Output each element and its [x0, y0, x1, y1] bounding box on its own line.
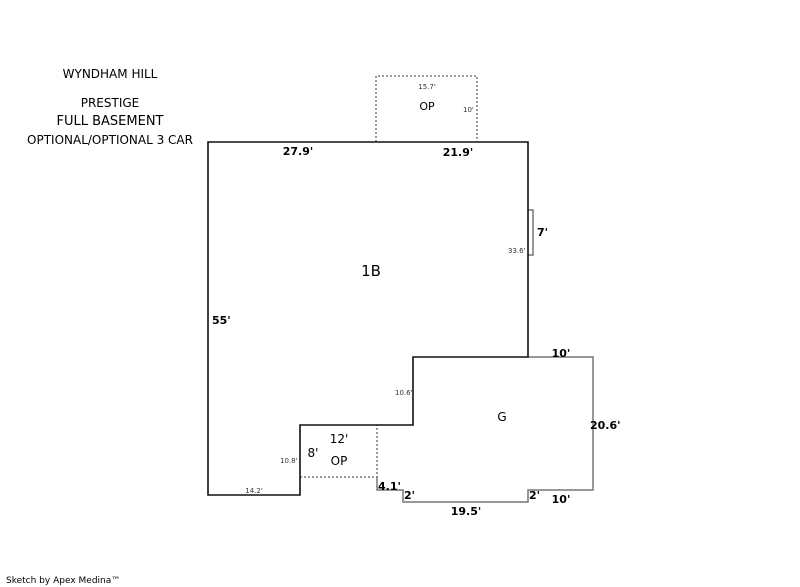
dim-step: 10.6' — [395, 389, 413, 397]
main-area-label: 1B — [361, 262, 381, 280]
dim-top-left: 27.9' — [283, 145, 314, 158]
top-porch-depth: 10' — [463, 106, 474, 114]
header-line-1: WYNDHAM HILL — [63, 67, 158, 81]
main-outline — [207, 141, 529, 496]
garage-jog-left: 2' — [404, 489, 415, 502]
dim-left: 55' — [212, 314, 231, 327]
garage-dim-bottom: 19.5' — [451, 505, 482, 518]
dim-op-side: 10.8' — [280, 457, 298, 465]
dim-bump: 7' — [537, 226, 548, 239]
top-porch-width: 15.7' — [418, 83, 436, 91]
front-porch-outline — [300, 425, 378, 478]
dim-top-right: 21.9' — [443, 146, 474, 159]
dim-bottom: 14.2' — [245, 487, 263, 495]
dim-bump-small: 33.6' — [508, 247, 526, 255]
front-porch-depth: 8' — [308, 446, 319, 460]
garage-dim-bottom-right: 10' — [552, 493, 571, 506]
garage-outline — [376, 356, 594, 503]
header-line-4: OPTIONAL/OPTIONAL 3 CAR — [27, 133, 193, 147]
garage-dim-right: 20.6' — [590, 419, 621, 432]
garage-jog-right: 2' — [529, 489, 540, 502]
top-porch-outline — [375, 75, 478, 142]
front-porch-width: 12' — [330, 432, 349, 446]
garage-label: G — [497, 410, 506, 424]
footer-credit: Sketch by Apex Medina™ — [6, 576, 120, 586]
garage-dim-top: 10' — [552, 347, 571, 360]
front-porch-label: OP — [331, 454, 348, 468]
header-line-3: FULL BASEMENT — [57, 114, 164, 129]
top-porch-label: OP — [419, 100, 435, 113]
bump-outline — [528, 209, 534, 256]
garage-dim-left: 4.1' — [378, 480, 401, 493]
header-line-2: PRESTIGE — [81, 96, 140, 110]
